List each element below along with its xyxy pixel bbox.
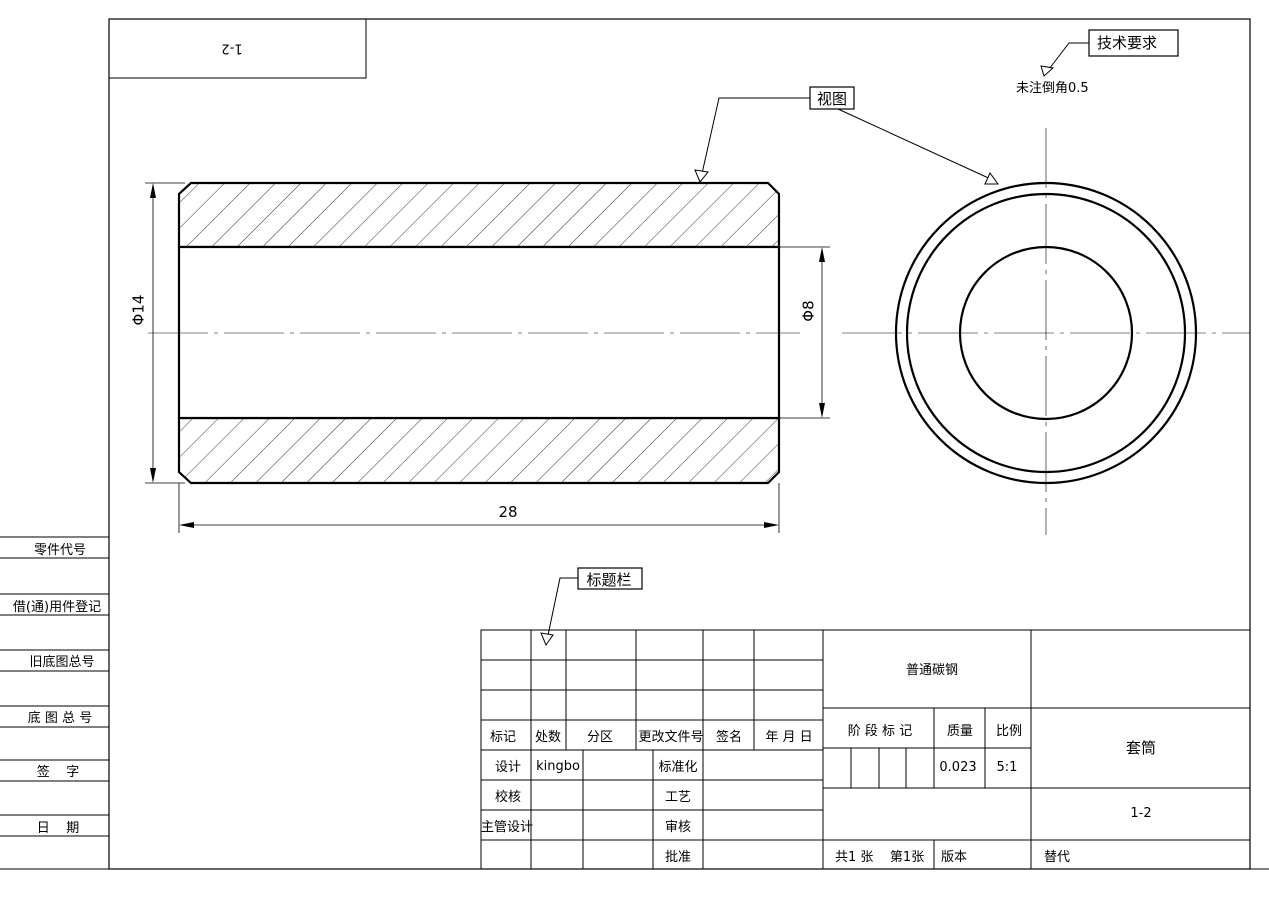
callout-view-text: 视图 bbox=[817, 90, 847, 108]
section-view bbox=[148, 181, 800, 485]
material-text: 普通碳钢 bbox=[906, 663, 958, 678]
process-label: 工艺 bbox=[665, 790, 691, 805]
approve-label: 批准 bbox=[665, 850, 691, 865]
side-registration-column bbox=[0, 536, 109, 837]
part-name: 套筒 bbox=[1126, 739, 1156, 757]
callout-title-block: 标题栏 bbox=[540, 567, 643, 647]
bottom-wall-section bbox=[177, 416, 781, 485]
sheets-count: 共1 张 第1张 bbox=[835, 850, 924, 865]
side-label-borrow-reg: 借(通)用件登记 bbox=[13, 600, 101, 615]
dimension-arrows bbox=[150, 183, 825, 528]
callout-title-block-text: 标题栏 bbox=[586, 571, 631, 589]
end-view bbox=[842, 128, 1250, 535]
chamfer-circle bbox=[905, 192, 1187, 474]
side-label-old-base-no: 旧底图总号 bbox=[29, 654, 94, 670]
rev-header-sign: 签名 bbox=[716, 729, 742, 745]
callout-tech-req: 技术要求 bbox=[1040, 29, 1179, 77]
replace-label: 替代 bbox=[1044, 850, 1070, 865]
check-label: 校核 bbox=[495, 789, 521, 805]
mass-label: 质量 bbox=[947, 724, 973, 739]
outer-diameter-dim: Φ14 bbox=[130, 295, 148, 326]
scale-value: 5:1 bbox=[997, 760, 1018, 775]
top-wall-section bbox=[177, 181, 781, 249]
side-label-part-code: 零件代号 bbox=[34, 543, 86, 558]
rev-header-date: 年 月 日 bbox=[765, 730, 812, 745]
rev-header-zone: 分区 bbox=[587, 730, 613, 745]
chief-design-label: 主管设计 bbox=[481, 820, 533, 835]
review-label: 审核 bbox=[665, 820, 691, 835]
side-label-signature: 签 字 bbox=[37, 764, 80, 780]
mass-value: 0.023 bbox=[939, 760, 976, 775]
code-box-text: 1-2 bbox=[221, 41, 242, 56]
dimension-lines bbox=[145, 182, 830, 533]
side-label-date: 日 期 bbox=[37, 821, 80, 836]
callout-view: 视图 bbox=[694, 86, 999, 185]
chamfer-note: 未注倒角0.5 bbox=[1016, 81, 1089, 96]
callout-tech-req-text: 技术要求 bbox=[1097, 34, 1157, 52]
code-box bbox=[108, 18, 367, 79]
stage-label: 阶 段 标 记 bbox=[848, 724, 912, 739]
drawing-number: 1-2 bbox=[1130, 806, 1151, 821]
version-label: 版本 bbox=[941, 850, 967, 865]
rev-header-mark: 标记 bbox=[490, 730, 516, 745]
title-block-grid bbox=[480, 629, 1251, 870]
length-dim: 28 bbox=[498, 503, 517, 521]
rev-header-count: 处数 bbox=[535, 730, 561, 745]
rev-header-change-doc: 更改文件号 bbox=[638, 730, 703, 745]
outer-circle bbox=[894, 181, 1198, 485]
side-label-base-no: 底 图 总 号 bbox=[28, 710, 92, 726]
design-label: 设计 bbox=[495, 760, 521, 775]
bore-circle bbox=[958, 245, 1134, 421]
scale-label: 比例 bbox=[996, 724, 1022, 739]
bore bbox=[177, 245, 781, 420]
inner-diameter-dim: Φ8 bbox=[800, 300, 818, 321]
std-label: 标准化 bbox=[658, 760, 697, 775]
designer-name: kingbo bbox=[536, 759, 580, 774]
